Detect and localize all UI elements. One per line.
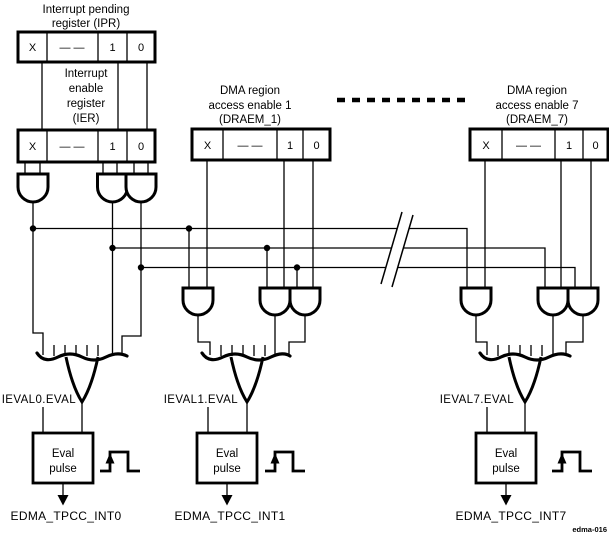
register-ier: Interrupt enable register (IER) X — — 1 … xyxy=(16,62,157,164)
pulse-edge-arrow xyxy=(557,453,567,464)
junction-dot xyxy=(137,264,145,271)
ier-cell-mid: — — xyxy=(59,141,84,153)
draem1-title-line3: (DRAEM_1) xyxy=(219,114,281,126)
and-gate-draem7-1 xyxy=(536,286,570,317)
bus-line-bit-x xyxy=(33,227,468,288)
output-signal-label: EDMA_TPCC_INT7 xyxy=(456,509,567,523)
pulse-edge-arrow xyxy=(105,453,115,464)
wires xyxy=(24,160,592,355)
register-draem1: DMA region access enable 1 (DRAEM_1) X —… xyxy=(190,85,332,162)
bus-break-gap xyxy=(381,212,413,287)
draem7-cell-1: 1 xyxy=(566,140,572,152)
wire-gate-output xyxy=(32,201,44,355)
ieval0-signal-label: IEVAL0.EVAL xyxy=(2,394,76,406)
bus-break-slash xyxy=(391,214,414,288)
draem7-cell-x: X xyxy=(482,140,490,152)
wire-gate-output xyxy=(288,315,306,355)
ieval1-signal-label: IEVAL1.EVAL xyxy=(164,394,238,406)
junction-dot xyxy=(185,225,193,232)
output-arrowhead xyxy=(221,495,233,506)
and-gate-ipr-ier-1 xyxy=(96,172,129,204)
ipr-cell-x: X xyxy=(29,42,37,54)
draem7-title-line3: (DRAEM_7) xyxy=(506,114,568,126)
eval-pulse-text-line1: Eval xyxy=(52,448,74,460)
or-collectors xyxy=(35,345,572,433)
junction-dot xyxy=(109,244,116,252)
output-signal-label: EDMA_TPCC_INT0 xyxy=(11,509,122,523)
draem1-register-box xyxy=(190,127,332,162)
junction-dot xyxy=(29,225,37,232)
draem7-register-box xyxy=(468,127,609,162)
ier-cell-0: 0 xyxy=(138,141,144,153)
ier-title-line3: register xyxy=(67,98,106,110)
output-signal-label: EDMA_TPCC_INT1 xyxy=(175,509,286,523)
eval-pulse-text-line2: pulse xyxy=(492,463,520,475)
or-collector-brace-region1 xyxy=(200,351,292,362)
pulse-waveform-icon xyxy=(265,450,305,473)
register-draem7: DMA region access enable 7 (DRAEM_7) X —… xyxy=(468,85,609,162)
ipr-title-line1: Interrupt pending xyxy=(43,4,130,16)
pulse-waveform-icon xyxy=(100,450,140,473)
draem7-title-line1: DMA region xyxy=(507,85,567,97)
eval-pulse-text-line1: Eval xyxy=(216,448,238,460)
bus-line-bit-1 xyxy=(112,247,546,288)
and-gate-draem7-0 xyxy=(566,286,600,317)
ipr-cell-1: 1 xyxy=(109,42,115,54)
ier-cell-1: 1 xyxy=(109,141,115,153)
bus-break-slash xyxy=(380,211,403,285)
ipr-cell-0: 0 xyxy=(138,42,144,54)
ipr-title-line2: register (IPR) xyxy=(52,18,121,30)
or-collector-brace-region7 xyxy=(478,351,572,362)
ier-title-line4: (IER) xyxy=(73,113,100,125)
ier-title-line1: Interrupt xyxy=(65,68,109,80)
and-gate-ipr-ier-x xyxy=(16,172,50,204)
draem1-cell-1: 1 xyxy=(287,140,293,152)
ieval7-signal-label: IEVAL7.EVAL xyxy=(440,394,514,406)
draem1-cell-mid: — — xyxy=(237,140,262,152)
draem7-title-line2: access enable 7 xyxy=(495,100,578,112)
wire-gate-output xyxy=(197,315,211,355)
wire-gate-output xyxy=(565,315,584,355)
region1-output-stage: IEVAL1.EVAL Eval pulse EDMA_TPCC_INT1 xyxy=(164,394,305,523)
ipr-register-box xyxy=(16,30,157,64)
eval-pulse-text-line1: Eval xyxy=(495,448,517,460)
draem1-title-line1: DMA region xyxy=(220,85,280,97)
ipr-cell-mid: — — xyxy=(59,42,84,54)
output-arrowhead xyxy=(500,495,512,506)
and-gate-draem1-x xyxy=(181,286,215,317)
eval-pulse-box-region0 xyxy=(31,431,95,485)
draem7-cell-0: 0 xyxy=(592,140,598,152)
region7-output-stage: IEVAL7.EVAL Eval pulse EDMA_TPCC_INT7 xyxy=(440,394,592,523)
register-ipr: Interrupt pending register (IPR) X — — 1… xyxy=(16,4,157,64)
ier-title-line2: enable xyxy=(69,83,104,95)
wire-gate-output xyxy=(475,315,488,355)
draem1-cell-x: X xyxy=(204,140,212,152)
bus-line-bit-0 xyxy=(141,266,576,288)
eval-pulse-text-line2: pulse xyxy=(49,463,77,475)
draem1-title-line2: access enable 1 xyxy=(208,100,291,112)
and-gate-draem1-0 xyxy=(288,286,322,317)
wire-gate-output xyxy=(121,201,142,355)
or-collector-brace-region0 xyxy=(35,351,129,362)
figure-id-label: edma-016 xyxy=(572,525,607,534)
and-gate-ipr-ier-0 xyxy=(124,172,158,204)
ier-register-box xyxy=(16,128,157,164)
junction-dot xyxy=(293,264,301,271)
output-arrowhead xyxy=(57,495,69,506)
eval-pulse-text-line2: pulse xyxy=(213,463,241,475)
ier-cell-x: X xyxy=(29,141,37,153)
pulse-edge-arrow xyxy=(270,453,280,464)
pulse-waveform-icon xyxy=(552,450,592,473)
and-gate-draem1-1 xyxy=(258,286,292,317)
and-gate-draem7-x xyxy=(459,286,493,317)
junction-dot xyxy=(263,244,271,252)
and-gates xyxy=(16,172,600,317)
region0-output-stage: IEVAL0.EVAL Eval pulse EDMA_TPCC_INT0 xyxy=(2,394,140,523)
draem7-cell-mid: — — xyxy=(516,140,541,152)
draem1-cell-0: 0 xyxy=(313,140,319,152)
